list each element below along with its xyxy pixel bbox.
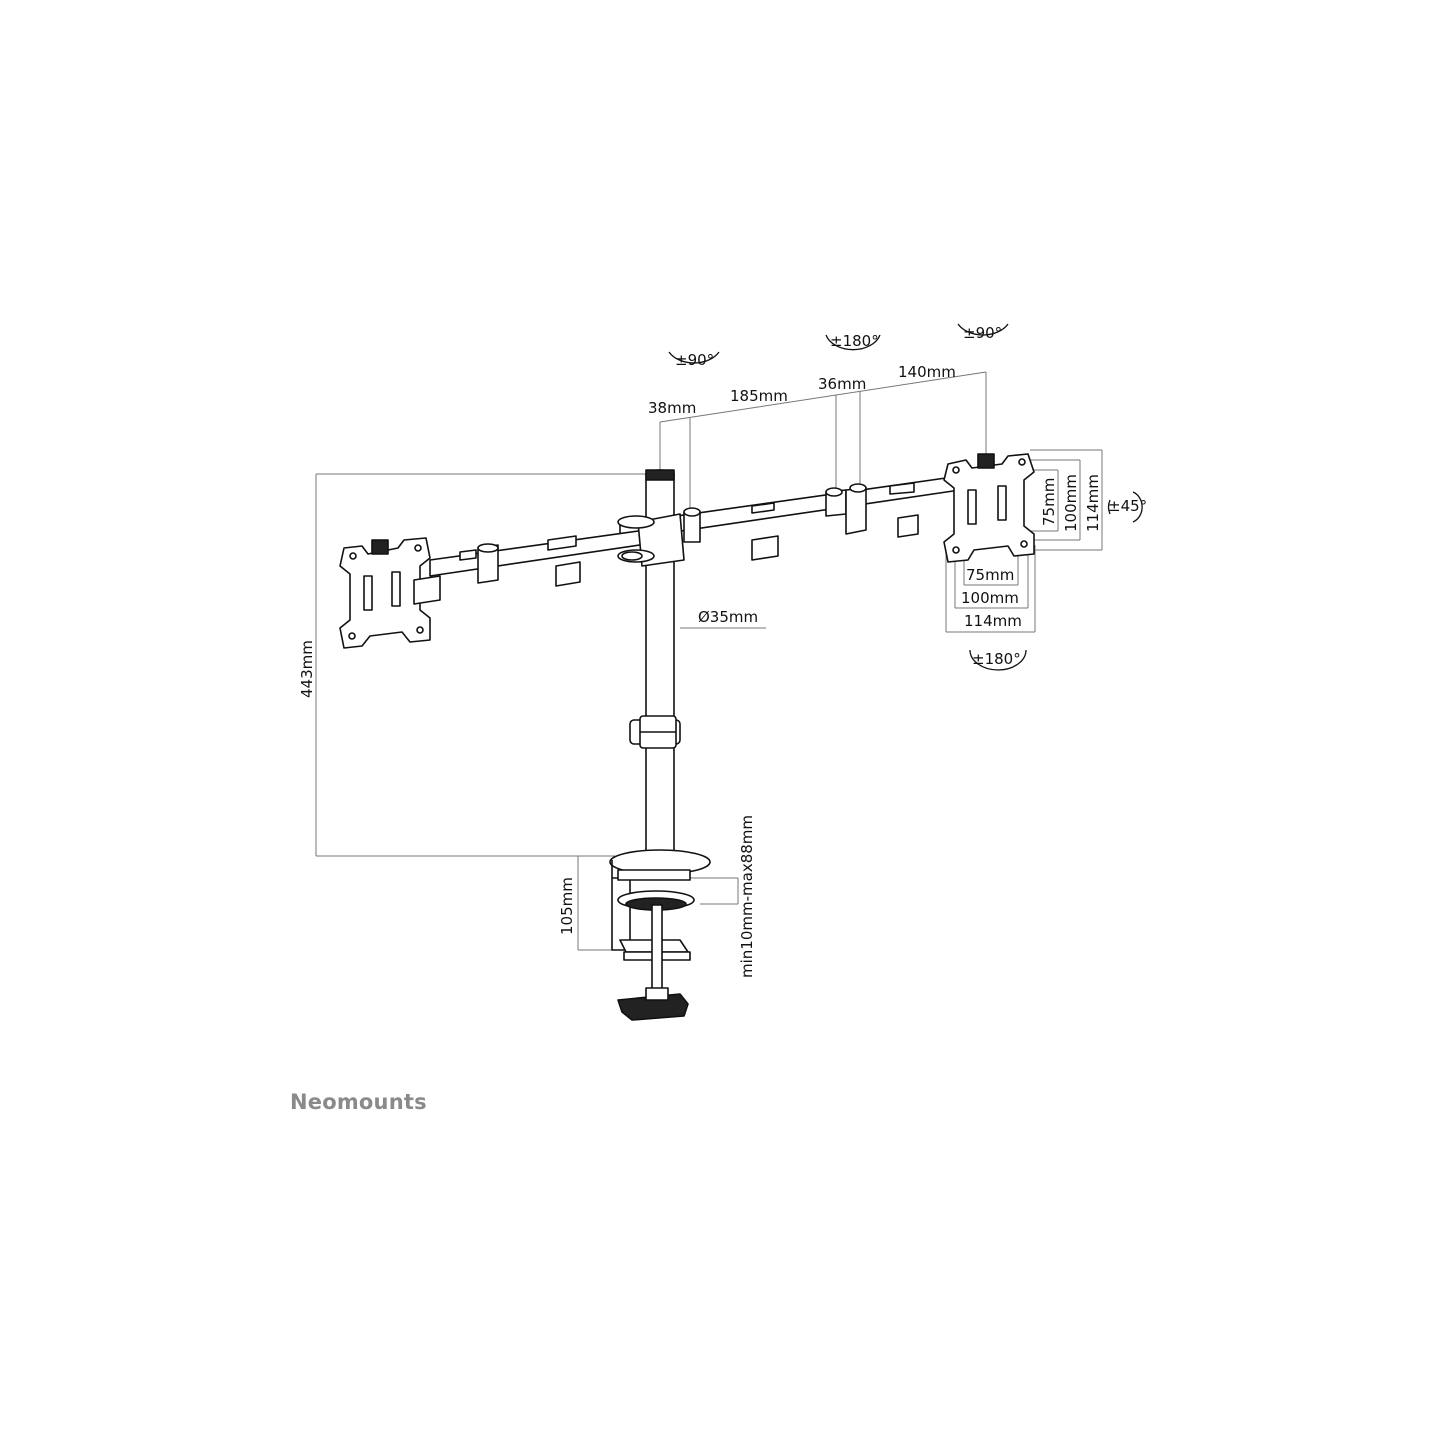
- right-vesa-plate: [943, 453, 1035, 563]
- label-vesa-114-width: 114mm: [964, 612, 1022, 630]
- label-arm-segment-2: 140mm: [898, 363, 956, 381]
- rotation-arc-left: [668, 351, 720, 364]
- label-middle-joint-rotation: ±180°: [830, 332, 879, 350]
- dimension-labels: ±90° ±180° ±90° ±45° ±180° 38mm 185mm 36…: [298, 324, 1147, 978]
- tilt-arc: [1132, 491, 1143, 523]
- monitor-arm-drawing: [339, 453, 1035, 1021]
- label-total-height: 443mm: [298, 640, 316, 698]
- label-left-arm-rotation: ±90°: [675, 351, 714, 369]
- dimension-lines: [315, 371, 1103, 951]
- clamp-knob: [617, 993, 689, 1021]
- brand-logo: Neomounts: [290, 1090, 427, 1114]
- rotation-arcs: [668, 323, 1143, 671]
- label-pole-diameter: Ø35mm: [698, 608, 758, 626]
- label-screen-rotation: ±180°: [972, 650, 1021, 668]
- rotation-arc-middle: [825, 334, 881, 351]
- cable-clip: [751, 535, 779, 561]
- right-tilt-knob: [977, 453, 995, 469]
- label-vesa-75-height: 75mm: [1040, 478, 1058, 526]
- left-tilt-knob: [371, 539, 389, 555]
- label-vesa-114-height: 114mm: [1084, 474, 1102, 532]
- label-pole-offset: 38mm: [648, 399, 696, 417]
- label-vesa-75-width: 75mm: [966, 566, 1014, 584]
- label-desk-thickness: min10mm-max88mm: [738, 815, 756, 978]
- label-right-arm-rotation: ±90°: [963, 324, 1002, 342]
- left-vesa-plate: [339, 537, 431, 649]
- label-vesa-100-height: 100mm: [1062, 474, 1080, 532]
- label-joint-offset: 36mm: [818, 375, 866, 393]
- label-tilt: ±45°: [1108, 497, 1147, 515]
- label-clamp-height: 105mm: [558, 877, 576, 935]
- label-vesa-100-width: 100mm: [961, 589, 1019, 607]
- rotation-arc-right: [957, 323, 1009, 336]
- label-arm-segment-1: 185mm: [730, 387, 788, 405]
- rotation-arc-screen: [969, 649, 1027, 671]
